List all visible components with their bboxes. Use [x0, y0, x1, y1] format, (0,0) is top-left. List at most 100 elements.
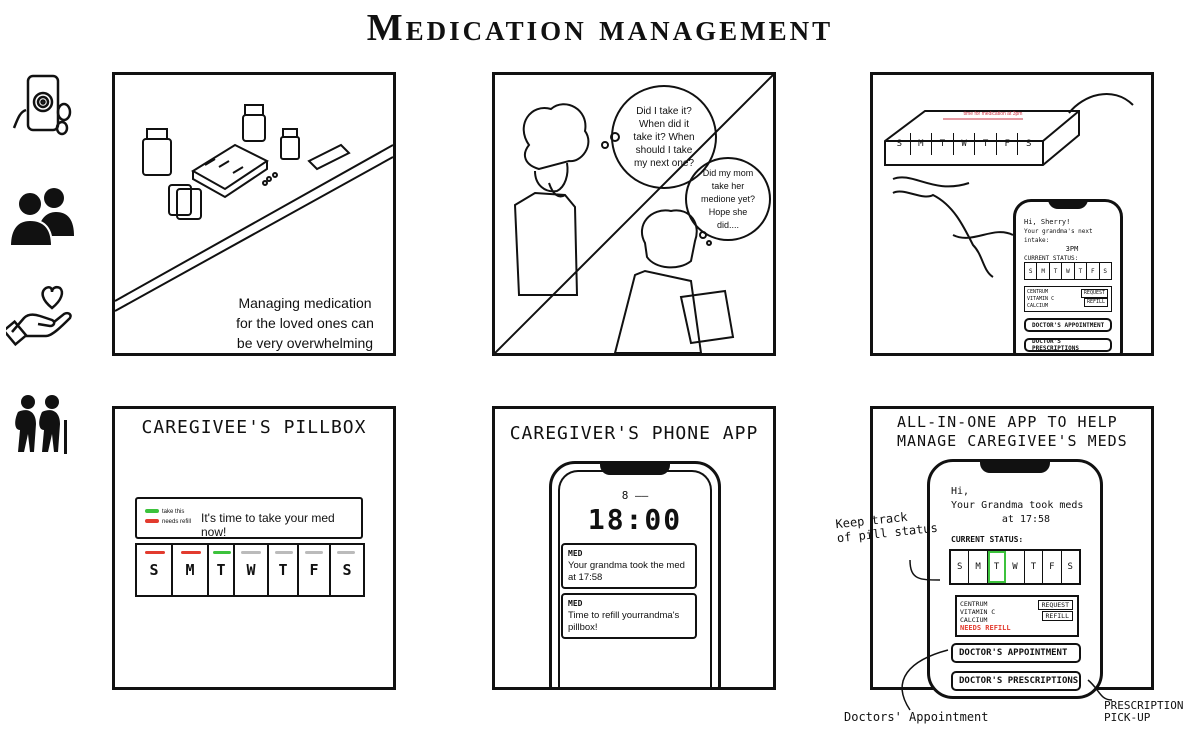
legend-refill-label: needs refill [162, 519, 192, 525]
refill-indicator-sunday [145, 551, 165, 554]
compartment-wednesday: W [235, 545, 269, 595]
status-indicator [241, 551, 261, 554]
notification-text: Your grandma took the med at 17:58 [568, 560, 685, 583]
phone-mockup: Hi, Sherry! Your grandma's next intake: … [1013, 199, 1123, 353]
panel-all-in-one: ALL-IN-ONE APP TO HELP MANAGE CAREGIVEE'… [870, 406, 1154, 699]
fingerprint-phone-icon [6, 72, 76, 142]
phone-status: CURRENT STATUS: [1024, 255, 1079, 262]
heading-line: MANAGE CAREGIVEE'S MEDS [897, 432, 1128, 450]
pillbox-message: It's time to take your med now! [201, 511, 335, 539]
day-cell: W [1062, 263, 1075, 279]
day-cell: T [1025, 551, 1044, 583]
phone-line2: 3PM [1065, 245, 1079, 253]
notification-refill[interactable]: MED Time to refill yourrandma's pillbox! [561, 593, 697, 639]
med-name: CENTRUM [960, 600, 988, 608]
notification-took-med[interactable]: MED Your grandma took the med at 17:58 [561, 543, 697, 589]
med-name: VITAMIN C [960, 608, 996, 616]
day-cell: S [1067, 562, 1073, 572]
heading-line: ALL-IN-ONE APP TO HELP [897, 413, 1118, 431]
compartment-thursday: T [269, 545, 299, 595]
doctor-prescriptions-button[interactable]: DOCTOR'S PRESCRIPTIONS [951, 671, 1081, 691]
heart-hand-icon [2, 278, 76, 348]
pillbox-compartments: S M T W T F S [135, 543, 365, 597]
day-cell: M [911, 133, 933, 155]
status-indicator [305, 551, 323, 554]
compartment-friday: F [299, 545, 331, 595]
day-cell: S [889, 133, 911, 155]
needs-refill-alert: NEEDS REFILL [960, 624, 1011, 632]
app-pill-status-row: S M T W T F S [949, 549, 1081, 585]
compartment-tuesday: T [209, 545, 235, 595]
panel-worry: Did I take it? When did it take it? When… [492, 72, 776, 356]
refill-button[interactable]: REFILL [1083, 298, 1108, 307]
people-icon [6, 180, 76, 250]
day-cell: S [1025, 263, 1038, 279]
take-indicator-tuesday [213, 551, 231, 554]
app-greeting-block: Hi, Your Grandma took meds at 17:58 [951, 485, 1101, 527]
compartment-saturday: S [342, 561, 352, 579]
day-cell-current: T [987, 551, 1007, 583]
all-in-one-phone-mockup [927, 459, 1103, 699]
app-med-list: CENTRUM VITAMIN C CALCIUM NEEDS REFILL R… [955, 595, 1079, 637]
medications-on-table-illustration [115, 104, 393, 312]
elderly-couple-icon [6, 390, 76, 460]
woman-thought-bubble: Did my mom take her medione yet? Hope sh… [685, 157, 771, 241]
doctor-appointment-button[interactable]: DOCTOR'S APPOINTMENT [951, 643, 1081, 663]
day-cell: S [951, 551, 970, 583]
pillbox-lid-label: time for medication at 3pm [963, 111, 1023, 117]
all-in-one-heading: ALL-IN-ONE APP TO HELP MANAGE CAREGIVEE'… [897, 413, 1128, 451]
day-cell: W [954, 133, 976, 155]
app-message-time: at 17:58 [1001, 514, 1051, 525]
phone-day-row: S M T W T F S [1024, 262, 1112, 280]
notification-text: Time to refill yourrandma's pillbox! [568, 610, 680, 633]
request-button[interactable]: REQUEST [1037, 600, 1073, 610]
refill-indicator-monday [181, 551, 201, 554]
panel-pillbox: CAREGIVEE'S PILLBOX take this needs refi… [112, 406, 396, 690]
page-title: Medication management [366, 7, 834, 49]
phone-line1: Your grandma's next intake: [1024, 228, 1093, 244]
request-button[interactable]: REQUEST [1080, 289, 1108, 298]
pillbox-heading: CAREGIVEE'S PILLBOX [141, 417, 367, 438]
day-cell: M [969, 551, 988, 583]
panel-solution: time for medication at 3pm S M T W T F S… [870, 72, 1154, 356]
annotation-prescription-pickup: PRESCRIPTION PICK-UP [1104, 699, 1184, 724]
med-name: CALCIUM [1027, 303, 1049, 309]
notification-app-name: MED [568, 549, 583, 558]
day-cell: S [1026, 139, 1032, 149]
refill-button[interactable]: REFILL [1041, 611, 1073, 621]
app-status-label: CURRENT STATUS: [951, 535, 1024, 544]
panel-caregiver-phone: CAREGIVER'S PHONE APP 8 —— 18:00 MED You… [492, 406, 776, 690]
legend-take: take this [145, 507, 191, 517]
day-cell: S [1103, 267, 1108, 275]
phone-greeting: Hi, Sherry! [1024, 218, 1071, 226]
doctor-appointment-button[interactable]: DOCTOR'S APPOINTMENT [1024, 318, 1112, 332]
panel-overwhelmed: Managing medication for the loved ones c… [112, 72, 396, 356]
med-name: CENTRUM [1027, 289, 1049, 295]
med-name: VITAMIN C [1027, 296, 1055, 302]
day-cell: F [1087, 263, 1100, 279]
caregiver-app-heading: CAREGIVER'S PHONE APP [509, 423, 759, 444]
day-cell: M [1037, 263, 1050, 279]
legend-take-swatch [145, 509, 159, 514]
day-cell: T [975, 133, 997, 155]
compartment-monday: M [173, 545, 209, 595]
annotation-doctors-appointment: Doctors' Appointment [844, 710, 989, 724]
pillbox-and-phone-illustration [884, 92, 1134, 278]
compartment-sunday: S [137, 545, 173, 595]
status-indicator [275, 551, 293, 554]
lockscreen-time: 18:00 [587, 503, 683, 536]
man-thought-bubble: Did I take it? When did it take it? When… [611, 85, 717, 189]
phone-med-list: CENTRUM VITAMIN C CALCIUM REQUEST REFILL [1024, 286, 1112, 312]
lockscreen-date: 8 —— [621, 489, 649, 502]
pillbox-screen: take this needs refill It's time to take… [135, 497, 363, 539]
pillbox-day-row: S M T W T F S [889, 133, 1039, 155]
doctor-prescriptions-button[interactable]: DOCTOR'S PRESCRIPTIONS [1024, 338, 1112, 352]
day-cell: T [1050, 263, 1063, 279]
legend-refill: needs refill [145, 517, 191, 527]
app-message: Your Grandma took meds [951, 500, 1084, 511]
day-cell: T [1075, 263, 1088, 279]
med-name: CALCIUM [960, 616, 988, 624]
app-greeting: Hi, [951, 486, 970, 497]
day-cell: W [1006, 551, 1025, 583]
notification-app-name: MED [568, 599, 583, 608]
